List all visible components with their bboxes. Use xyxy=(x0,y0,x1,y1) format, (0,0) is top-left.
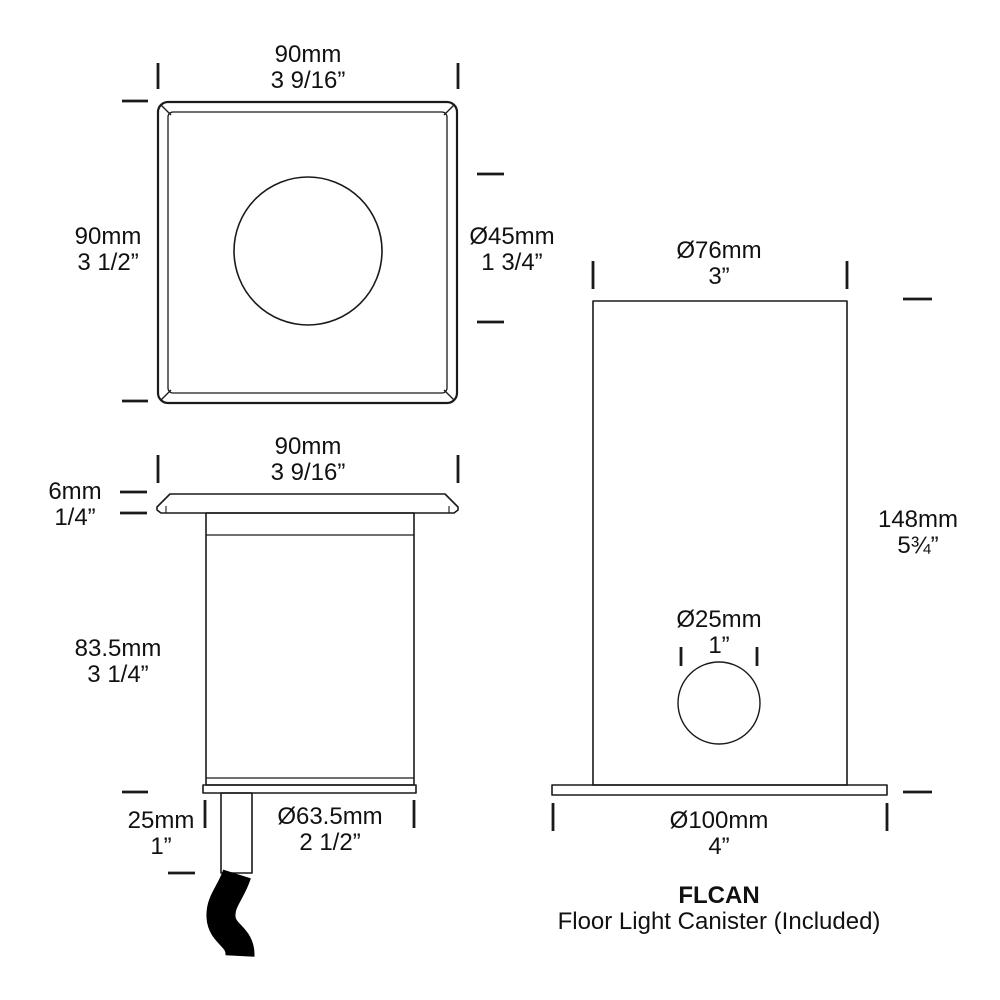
dim-mm: 25mm xyxy=(127,807,195,834)
dim-body-diameter: Ø63.5mm 2 1/2” xyxy=(277,804,382,856)
dim-inch: 1 3/4” xyxy=(481,249,543,276)
dim-mm: 83.5mm xyxy=(74,635,162,662)
product-description: Floor Light Canister (Included) xyxy=(557,908,881,935)
dim-mm: 6mm xyxy=(48,478,102,505)
cable-entry-hole xyxy=(677,661,761,745)
dim-canister-top-diameter: Ø76mm 3” xyxy=(676,238,761,290)
dim-inch: 2 1/2” xyxy=(299,829,361,856)
dim-lens-diameter: Ø45mm 1 3/4” xyxy=(469,224,554,276)
dim-mm: Ø25mm xyxy=(676,606,762,633)
dim-inch: 4” xyxy=(708,833,730,860)
dim-faceplate-height: 90mm 3 1/2” xyxy=(75,224,142,276)
dim-mm: Ø76mm xyxy=(676,237,762,264)
dim-stem-length: 25mm 1” xyxy=(128,808,195,860)
canister-view xyxy=(551,261,932,831)
flange-profile xyxy=(156,493,459,514)
power-cable xyxy=(206,869,255,958)
dim-inch: 1” xyxy=(708,632,730,659)
dim-faceplate-width: 90mm 3 9/16” xyxy=(271,42,346,94)
body-bottom-cap xyxy=(202,784,417,794)
dim-mm: Ø63.5mm xyxy=(277,803,383,830)
lens-circle xyxy=(233,176,383,326)
dim-inch: 1” xyxy=(150,833,172,860)
faceplate-front-view xyxy=(122,63,504,405)
dim-inch: 3 1/4” xyxy=(87,661,149,688)
dim-inch: 3 1/2” xyxy=(77,249,139,276)
dim-hole-diameter: Ø25mm 1” xyxy=(676,607,761,659)
dim-mm: Ø45mm xyxy=(469,223,555,250)
dim-inch: 3 9/16” xyxy=(270,67,346,94)
cable-stem xyxy=(220,792,253,874)
dim-canister-height: 148mm 5¾” xyxy=(878,507,958,559)
dim-inch: 5¾” xyxy=(897,532,939,559)
dim-side-width: 90mm 3 9/16” xyxy=(271,434,346,486)
dim-inch: 3” xyxy=(708,263,730,290)
dim-mm: 90mm xyxy=(74,223,142,250)
dim-mm: Ø100mm xyxy=(669,807,769,834)
dim-mm: 90mm xyxy=(274,41,342,68)
fixture-body xyxy=(205,512,415,786)
product-code: FLCAN xyxy=(678,882,760,909)
canister-body xyxy=(592,300,848,786)
product-caption: FLCAN Floor Light Canister (Included) xyxy=(558,883,881,935)
canister-base-flange xyxy=(551,784,888,796)
faceplate-front-dim-ticks xyxy=(122,63,504,403)
faceplate-corner-bevels xyxy=(160,104,455,401)
flange-end-details xyxy=(165,506,450,513)
faceplate-side-view xyxy=(120,455,460,958)
dim-flange-thickness: 6mm 1/4” xyxy=(48,479,101,531)
faceplate-outer-edge xyxy=(156,100,459,405)
faceplate-side-dim-ticks xyxy=(120,455,460,875)
faceplate-inner-edge xyxy=(167,111,448,394)
dim-base-diameter: Ø100mm 4” xyxy=(670,808,769,860)
dim-body-height: 83.5mm 3 1/4” xyxy=(75,636,162,688)
dim-inch: 1/4” xyxy=(54,504,96,531)
dim-mm: 148mm xyxy=(877,506,959,533)
dim-inch: 3 9/16” xyxy=(270,459,346,486)
dim-mm: 90mm xyxy=(274,433,342,460)
canister-dim-ticks xyxy=(551,261,932,831)
